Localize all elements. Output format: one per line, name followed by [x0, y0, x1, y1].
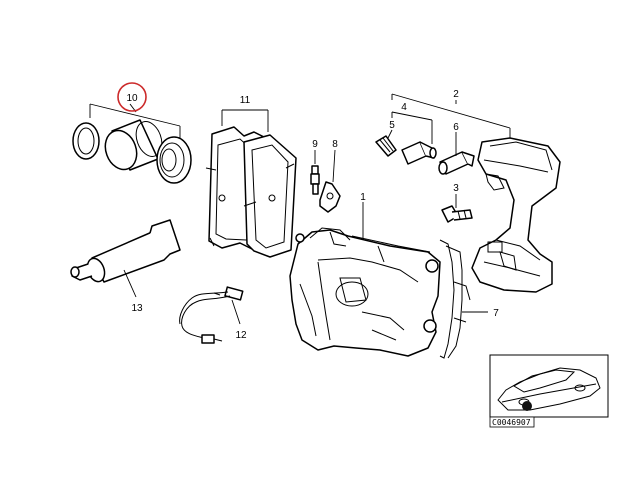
wheel-location-marker [522, 401, 532, 411]
label-7[interactable]: 7 [493, 308, 499, 319]
clip-part[interactable] [319, 181, 341, 213]
caliper-carrier-part[interactable] [471, 137, 561, 293]
label-2[interactable]: 2 [453, 89, 459, 100]
hex-bolt-part[interactable] [441, 205, 473, 223]
piston-kit-part[interactable] [72, 118, 192, 184]
highlight-circle [117, 82, 147, 112]
label-12[interactable]: 12 [235, 330, 247, 341]
label-6[interactable]: 6 [453, 122, 459, 133]
label-8[interactable]: 8 [332, 139, 338, 150]
brake-pad-set-part[interactable] [205, 126, 297, 258]
caliper-housing-part[interactable] [289, 227, 441, 357]
protective-cap-part[interactable] [375, 135, 397, 157]
bleeder-valve-part[interactable] [310, 165, 320, 195]
grease-tube-part[interactable] [70, 219, 181, 284]
guide-bolt-part[interactable] [438, 151, 475, 175]
label-11[interactable]: 11 [240, 95, 251, 106]
label-5[interactable]: 5 [389, 120, 395, 131]
label-10[interactable]: 10 [126, 93, 138, 104]
diagram-code: C0046907 [492, 418, 531, 427]
label-13[interactable]: 13 [131, 303, 143, 314]
label-1[interactable]: 1 [360, 192, 366, 203]
label-9[interactable]: 9 [312, 139, 318, 150]
wear-sensor-part[interactable] [179, 286, 244, 344]
label-4[interactable]: 4 [401, 102, 407, 113]
anti-rattle-spring-part[interactable] [439, 239, 471, 359]
vehicle-location-inset: C0046907 [489, 354, 609, 428]
guide-bolt-set-part[interactable] [401, 141, 437, 165]
label-3[interactable]: 3 [453, 183, 459, 194]
part-number-labels: 10 11 13 12 9 8 1 2 4 5 6 3 7 [117, 82, 499, 341]
